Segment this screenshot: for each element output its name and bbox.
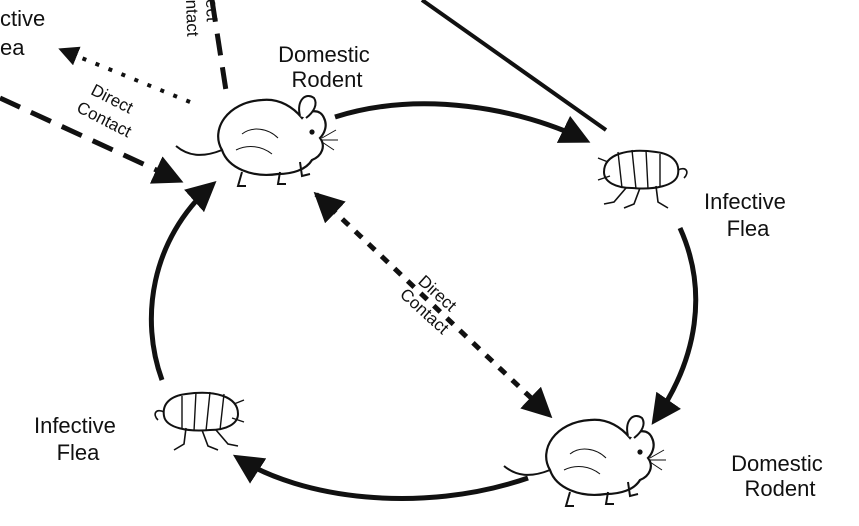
- cycle-arrow-bottom-rodent-to-left-flea: [238, 458, 528, 498]
- rodent-bottom-label: Domestic Rodent: [731, 451, 829, 501]
- rodent-icon: [504, 416, 666, 506]
- center-direct-contact-arrow: [318, 196, 548, 414]
- cycle-arrow-rodent-to-right-flea: [335, 104, 585, 140]
- flea-icon: [155, 392, 244, 450]
- rodent-top-label: Domestic Rodent: [278, 42, 376, 92]
- upper-left-direct-contact-label: Direct Contact: [74, 78, 145, 141]
- top-partial-contact-label: ect ntact: [182, 0, 222, 37]
- cycle-arrow-left-flea-to-top-rodent: [151, 185, 212, 380]
- flea-right-label: Infective Flea: [704, 189, 792, 241]
- rodent-icon: [176, 96, 338, 186]
- upper-left-dotted-arrow-to-flea: [62, 50, 190, 102]
- top-right-solid-line: [422, 0, 606, 130]
- center-direct-contact-label: Direct Contact: [396, 268, 467, 338]
- flea-left-label: Infective Flea: [34, 413, 122, 465]
- cycle-arrow-right-flea-to-bottom-rodent: [655, 228, 696, 420]
- flea-topleft-partial-label: ctive ea: [0, 6, 51, 60]
- flea-icon: [598, 150, 687, 208]
